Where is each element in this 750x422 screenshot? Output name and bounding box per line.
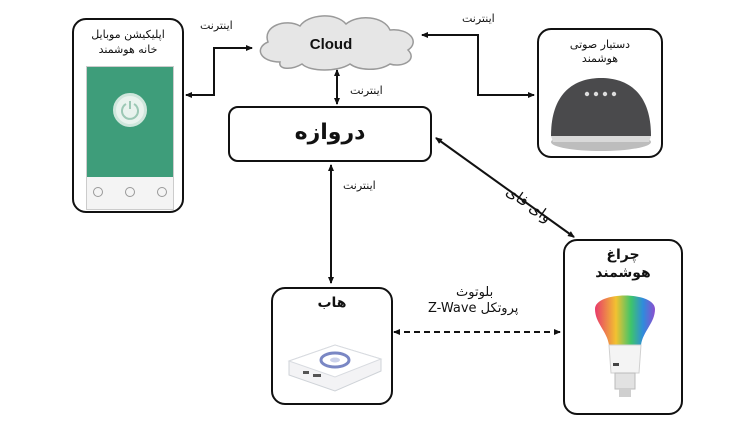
edge-app-cloud bbox=[185, 45, 253, 98]
smart-speaker-image bbox=[551, 78, 651, 151]
power-button-icon bbox=[113, 93, 147, 127]
gateway-box: دروازه bbox=[228, 106, 432, 162]
lamp-title-line2: هوشمند bbox=[595, 265, 651, 281]
cloud-node: Cloud bbox=[259, 15, 414, 71]
gateway-label: دروازه bbox=[294, 120, 366, 145]
countdown-icon bbox=[157, 187, 167, 197]
edge-label-cloud-speaker: اینترنت bbox=[462, 12, 495, 25]
speaker-box: دستیار صوتی هوشمند bbox=[537, 28, 663, 158]
loop-icon bbox=[125, 187, 135, 197]
app-nav-icons bbox=[93, 187, 167, 199]
speaker-title-line1: دستیار صوتی bbox=[569, 38, 631, 51]
edge-gateway-lamp bbox=[435, 137, 575, 238]
smart-bulb-image bbox=[595, 295, 655, 397]
app-title-line2: خانه هوشمند bbox=[98, 43, 158, 56]
edge-cloud-speaker bbox=[421, 32, 535, 98]
app-screen-green bbox=[87, 67, 173, 177]
hub-box: هاب bbox=[271, 287, 393, 405]
lamp-title-line1: چراغ bbox=[606, 247, 640, 263]
app-box: اپلیکیشن موبایل خانه هوشمند bbox=[72, 18, 184, 213]
edge-label-app-cloud: اینترنت bbox=[200, 19, 233, 32]
timer-icon bbox=[93, 187, 103, 197]
hub-label: هاب bbox=[317, 295, 347, 311]
edge-label-bluetooth: بلوتوث bbox=[456, 285, 494, 300]
edge-label-cloud-gateway: اینترنت bbox=[350, 84, 383, 97]
app-screen bbox=[86, 66, 174, 210]
edge-label-gateway-hub: اینترنت bbox=[343, 179, 376, 192]
lamp-box: چراغ هوشمند bbox=[563, 239, 683, 415]
cloud-label: Cloud bbox=[310, 36, 353, 53]
hub-device-image bbox=[287, 344, 383, 392]
app-title-line1: اپلیکیشن موبایل bbox=[91, 28, 165, 41]
edge-label-zwave: پروتکل Z-Wave bbox=[428, 301, 519, 316]
speaker-title-line2: هوشمند bbox=[581, 52, 619, 65]
